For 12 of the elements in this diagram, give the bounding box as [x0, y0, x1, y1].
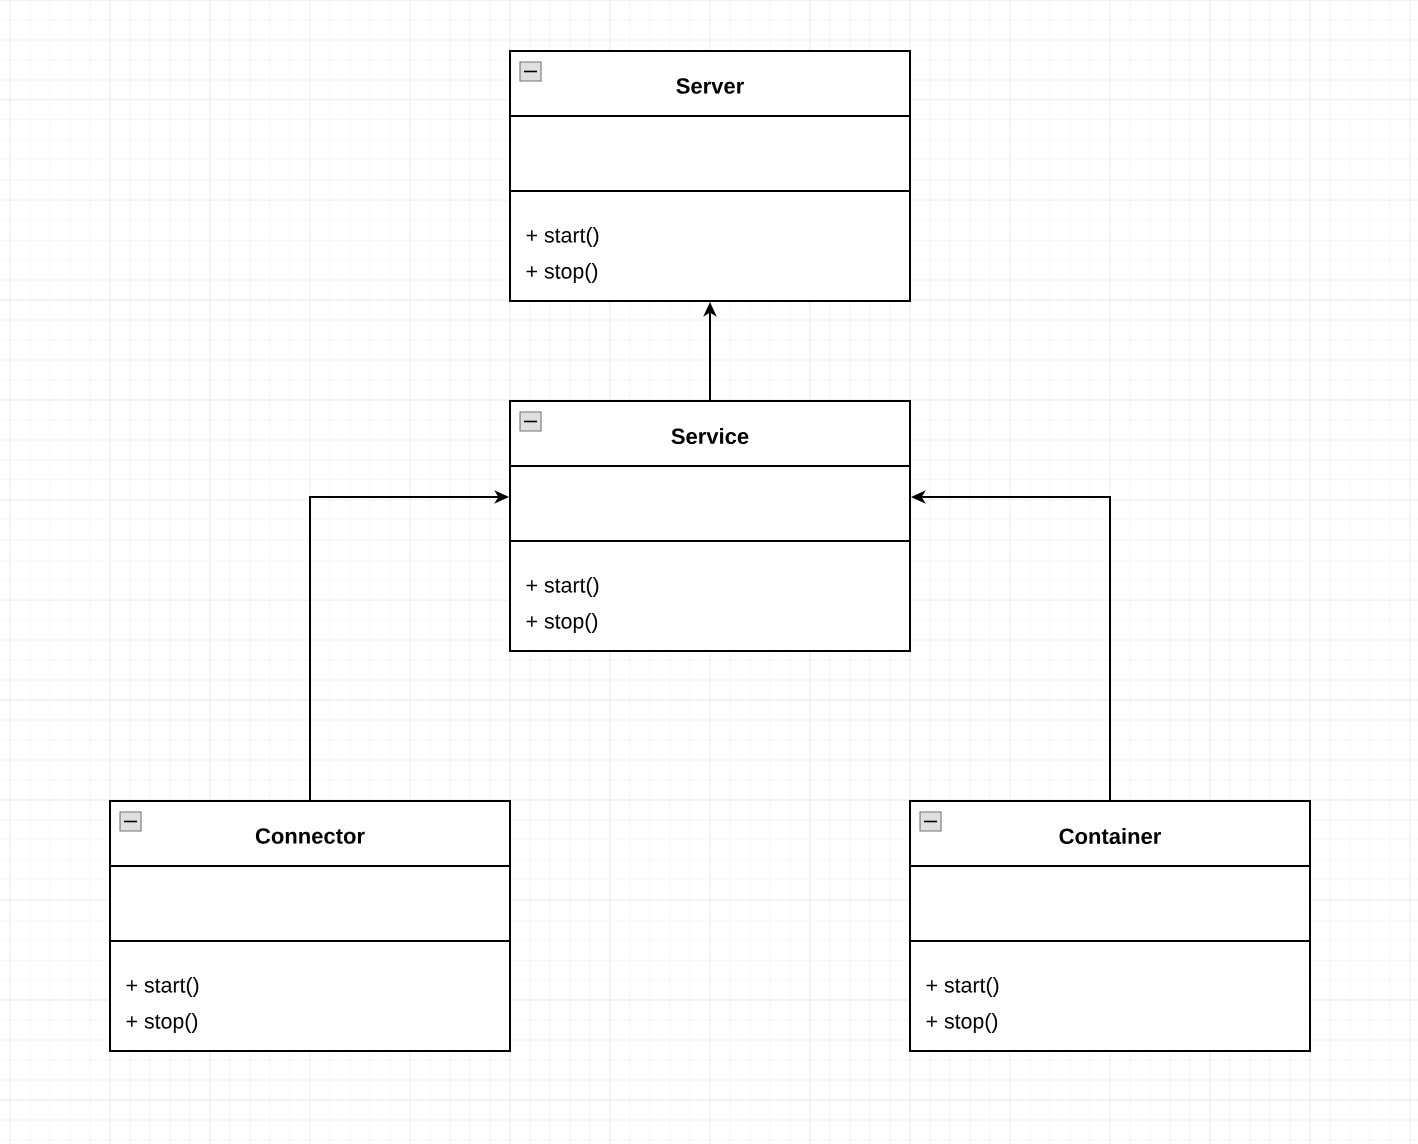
method-text: + stop() — [126, 1013, 198, 1033]
method-text: + start() — [126, 977, 199, 997]
method-text: + start() — [526, 577, 599, 597]
class-name: Service — [671, 427, 749, 445]
method-text: + stop() — [926, 1013, 998, 1033]
class-name: Connector — [255, 828, 365, 844]
method-text: + stop() — [526, 263, 598, 283]
method-text: + stop() — [526, 613, 598, 633]
method-text: + start() — [526, 227, 599, 247]
class-name: Container — [1059, 827, 1161, 845]
method-text: + start() — [926, 977, 999, 997]
class-name: Server — [676, 78, 744, 94]
